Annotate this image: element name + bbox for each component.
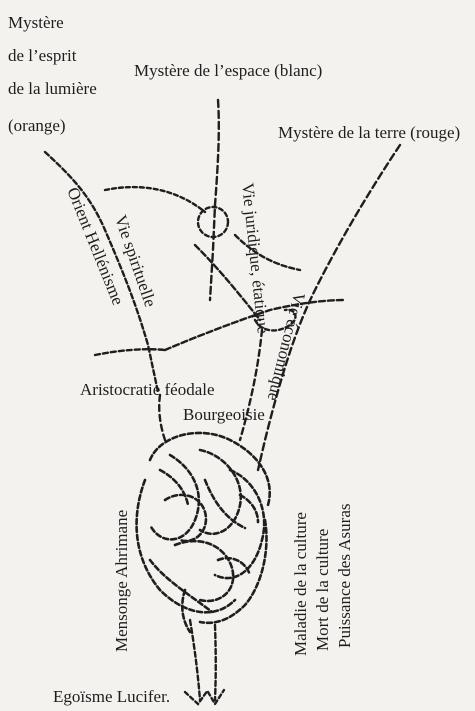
foot-left <box>185 690 208 704</box>
tangle <box>137 433 270 632</box>
label-maladie-culture: Maladie de la culture <box>292 512 309 656</box>
label-mystere-esprit-line1: Mystère <box>8 14 64 31</box>
descend-stroke-left <box>159 395 165 440</box>
label-mystere-terre: Mystère de la terre (rouge) <box>278 124 460 141</box>
leg-right <box>215 625 216 700</box>
label-mystere-esprit-line3: de la lumière <box>8 80 97 97</box>
leg-left <box>190 620 200 700</box>
label-mort-culture: Mort de la culture <box>314 529 331 651</box>
label-mensonge-ahrimane: Mensonge Ahrimane <box>113 510 130 652</box>
arc-stroke <box>105 187 205 212</box>
label-mystere-esprit-line2: de l’esprit <box>8 47 76 64</box>
label-mystere-espace: Mystère de l’espace (blanc) <box>134 62 322 79</box>
label-mystere-esprit-line4: (orange) <box>8 117 66 134</box>
label-aristocratie: Aristocratie féodale <box>80 381 215 398</box>
label-bourgeoisie: Bourgeoisie <box>183 406 265 423</box>
cross-stroke-3 <box>95 349 165 355</box>
label-puissance-asuras: Puissance des Asuras <box>336 504 353 648</box>
label-egoisme-lucifer: Egoïsme Lucifer. <box>53 688 170 705</box>
